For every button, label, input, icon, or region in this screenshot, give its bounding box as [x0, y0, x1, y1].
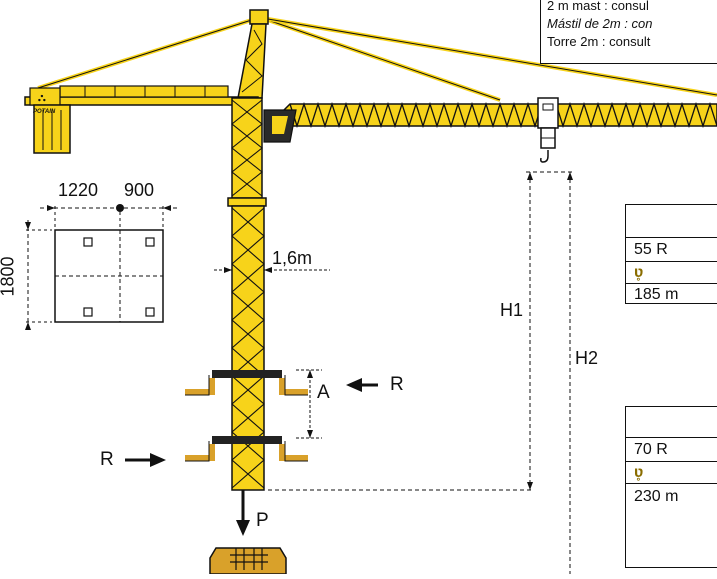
mast-note-box: 2 m mast : consul Mástil de 2m : con Tor… [540, 0, 717, 64]
table2-row-2: ʋ̥ [626, 461, 717, 483]
base-plan-markers [25, 204, 171, 330]
table1-row-2: ʋ̥ [626, 261, 717, 283]
r-right-label: R [390, 374, 404, 395]
tie-rods [37, 16, 717, 102]
counter-jib [24, 85, 259, 106]
hook-icon: ʋ̥ [634, 464, 644, 481]
base-height-label: 1800 [0, 256, 18, 297]
base-width-b-label: 900 [124, 180, 155, 200]
brand-label: POTAIN [33, 109, 56, 115]
note-line-1: 2 m mast : consul [547, 0, 649, 13]
operator-cab [263, 109, 297, 143]
table2-row-3: 230 m [626, 483, 717, 509]
base-plan [26, 206, 178, 330]
a-label: A [317, 382, 330, 403]
spec-table-1: 55 R ʋ̥ 185 m [625, 204, 717, 304]
counterweights [33, 104, 71, 154]
note-line-2: Mástil de 2m : con [547, 16, 653, 31]
brand-logo: ⛬ [38, 92, 46, 104]
force-arrows [125, 378, 378, 536]
hook-icon: ʋ̥ [634, 264, 644, 281]
r-left-label: R [100, 449, 114, 470]
h2-label: H2 [575, 348, 599, 368]
base-width-a-label: 1220 [58, 180, 99, 200]
a-dimension [296, 369, 322, 439]
spec-table-2: 70 R ʋ̥ 230 m [625, 406, 717, 568]
note-line-3: Torre 2m : consult [547, 34, 651, 49]
table2-row-1: 70 R [626, 437, 717, 461]
mast-width-dimension [214, 267, 330, 273]
tower [227, 97, 267, 491]
height-dimensions [268, 171, 574, 577]
anchor-frame-upper [185, 370, 308, 396]
foundation-block [209, 547, 287, 575]
p-label: P [256, 510, 269, 531]
table1-row-3: 185 m [626, 283, 717, 303]
table1-row-1: 55 R [626, 237, 717, 261]
main-jib [266, 101, 717, 129]
trolley-hook [537, 97, 559, 163]
h1-label: H1 [500, 300, 524, 320]
mast-width-label: 1,6m [272, 248, 313, 268]
anchor-frame-lower [185, 436, 308, 462]
